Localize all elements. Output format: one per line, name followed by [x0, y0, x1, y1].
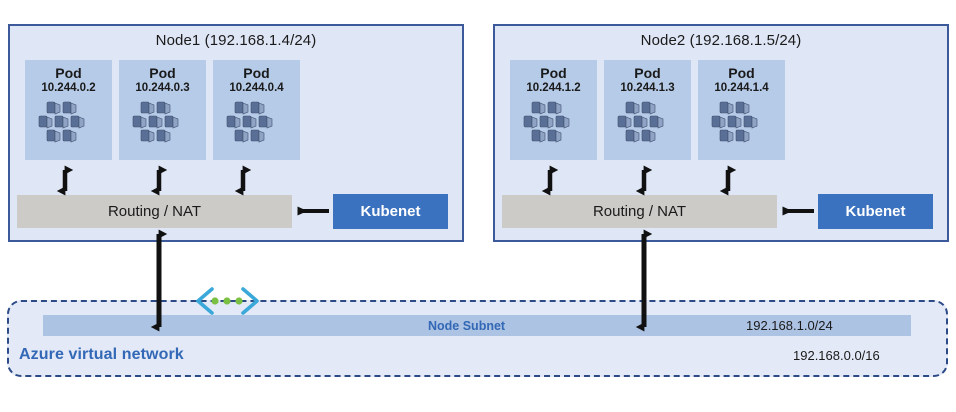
pod-box-node1-2[interactable]: Pod 10.244.0.4 [213, 60, 300, 160]
pod-ip: 10.244.0.4 [229, 82, 284, 94]
pod-ip: 10.244.1.2 [526, 82, 581, 94]
pod-cluster-icon [225, 99, 289, 152]
pod-label: Pod [634, 65, 661, 81]
pod-cluster-icon [522, 99, 586, 152]
pod-ip: 10.244.0.2 [41, 82, 96, 94]
routing-nat-bar-node1[interactable]: Routing / NAT [17, 195, 292, 228]
pod-box-node2-0[interactable]: Pod 10.244.1.2 [510, 60, 597, 160]
pod-ip: 10.244.0.3 [135, 82, 190, 94]
azure-vnet-label: Azure virtual network [19, 346, 184, 363]
pod-cluster-icon [616, 99, 680, 152]
pod-ip: 10.244.1.3 [620, 82, 675, 94]
node-title-node2: Node2 (192.168.1.5/24) [640, 32, 802, 49]
routing-nat-label: Routing / NAT [107, 203, 202, 220]
pod-box-node2-1[interactable]: Pod 10.244.1.3 [604, 60, 691, 160]
pod-cluster-icon [131, 99, 195, 152]
kubenet-box-node2[interactable]: Kubenet [818, 194, 933, 229]
routing-nat-bar-node2[interactable]: Routing / NAT [502, 195, 777, 228]
pod-ip: 10.244.1.4 [714, 82, 769, 94]
node-title-node1: Node1 (192.168.1.4/24) [155, 32, 317, 49]
pod-box-node1-1[interactable]: Pod 10.244.0.3 [119, 60, 206, 160]
pod-label: Pod [243, 65, 270, 81]
pod-label: Pod [149, 65, 176, 81]
routing-nat-label: Routing / NAT [592, 203, 687, 220]
node-subnet-bar[interactable] [43, 315, 911, 336]
kubenet-label: Kubenet [360, 203, 421, 220]
node-subnet-label: Node Subnet [428, 319, 506, 333]
pod-box-node2-2[interactable]: Pod 10.244.1.4 [698, 60, 785, 160]
pod-box-node1-0[interactable]: Pod 10.244.0.2 [25, 60, 112, 160]
pod-label: Pod [540, 65, 567, 81]
kubenet-label: Kubenet [845, 203, 906, 220]
pod-cluster-icon [37, 99, 101, 152]
azure-vnet-cidr: 192.168.0.0/16 [793, 348, 880, 363]
pod-label: Pod [728, 65, 755, 81]
node-subnet-cidr: 192.168.1.0/24 [746, 318, 833, 333]
azure-vnet-box [7, 300, 948, 377]
pod-label: Pod [55, 65, 82, 81]
pod-cluster-icon [710, 99, 774, 152]
kubenet-box-node1[interactable]: Kubenet [333, 194, 448, 229]
